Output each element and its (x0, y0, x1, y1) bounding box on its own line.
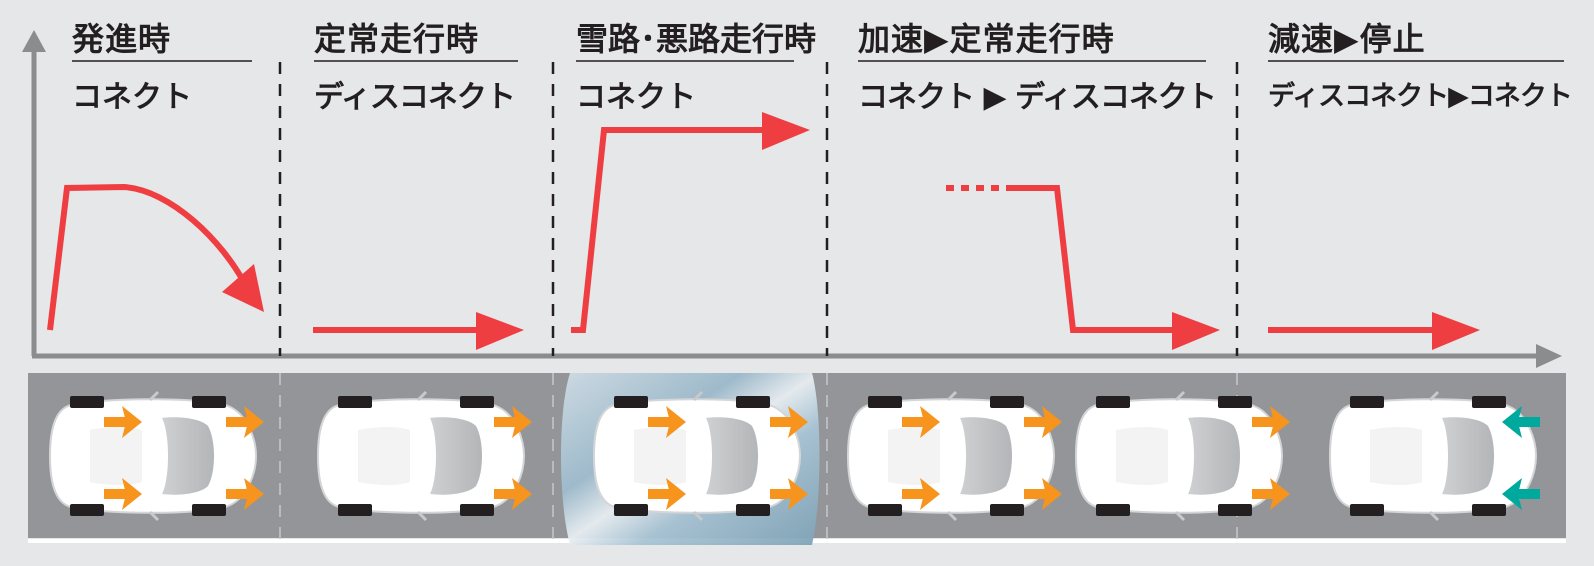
phase-mode-snow: コネクト (576, 80, 696, 115)
phase-mode-accel: コネクト ▶ ディスコネクト (858, 80, 1217, 115)
phase-title-snow: 雪路･悪路走行時 (576, 20, 817, 58)
torque-curve-start (47, 183, 249, 331)
phase-title-decel: 減速▶停止 (1268, 20, 1426, 58)
car-cruise (316, 390, 532, 522)
car-cruise-after-accel (1074, 390, 1290, 522)
road-bottom (28, 543, 1566, 566)
arrowhead-snow (762, 112, 810, 150)
arrowhead-accel (1172, 312, 1220, 350)
torque-arrowheads (222, 112, 1480, 350)
phase-title-accel: 加速▶定常走行時 (858, 20, 1115, 58)
arrowhead-cruise (476, 312, 524, 350)
torque-curve-accel (1006, 185, 1182, 333)
graph-axes (22, 30, 1562, 368)
car-decel (1328, 390, 1540, 522)
phase-mode-start: コネクト (72, 80, 192, 115)
car-start (48, 390, 264, 522)
car-snow (592, 390, 808, 522)
arrowhead-start (222, 264, 264, 312)
car-accel (846, 390, 1062, 522)
phase-mode-decel: ディスコネクト▶コネクト (1268, 81, 1573, 112)
arrowhead-decel (1432, 312, 1480, 350)
phase-mode-cruise: ディスコネクト (314, 80, 516, 115)
torque-curve-snow (571, 127, 772, 333)
phase-title-start: 発進時 (72, 20, 172, 58)
phase-title-cruise: 定常走行時 (314, 20, 480, 58)
